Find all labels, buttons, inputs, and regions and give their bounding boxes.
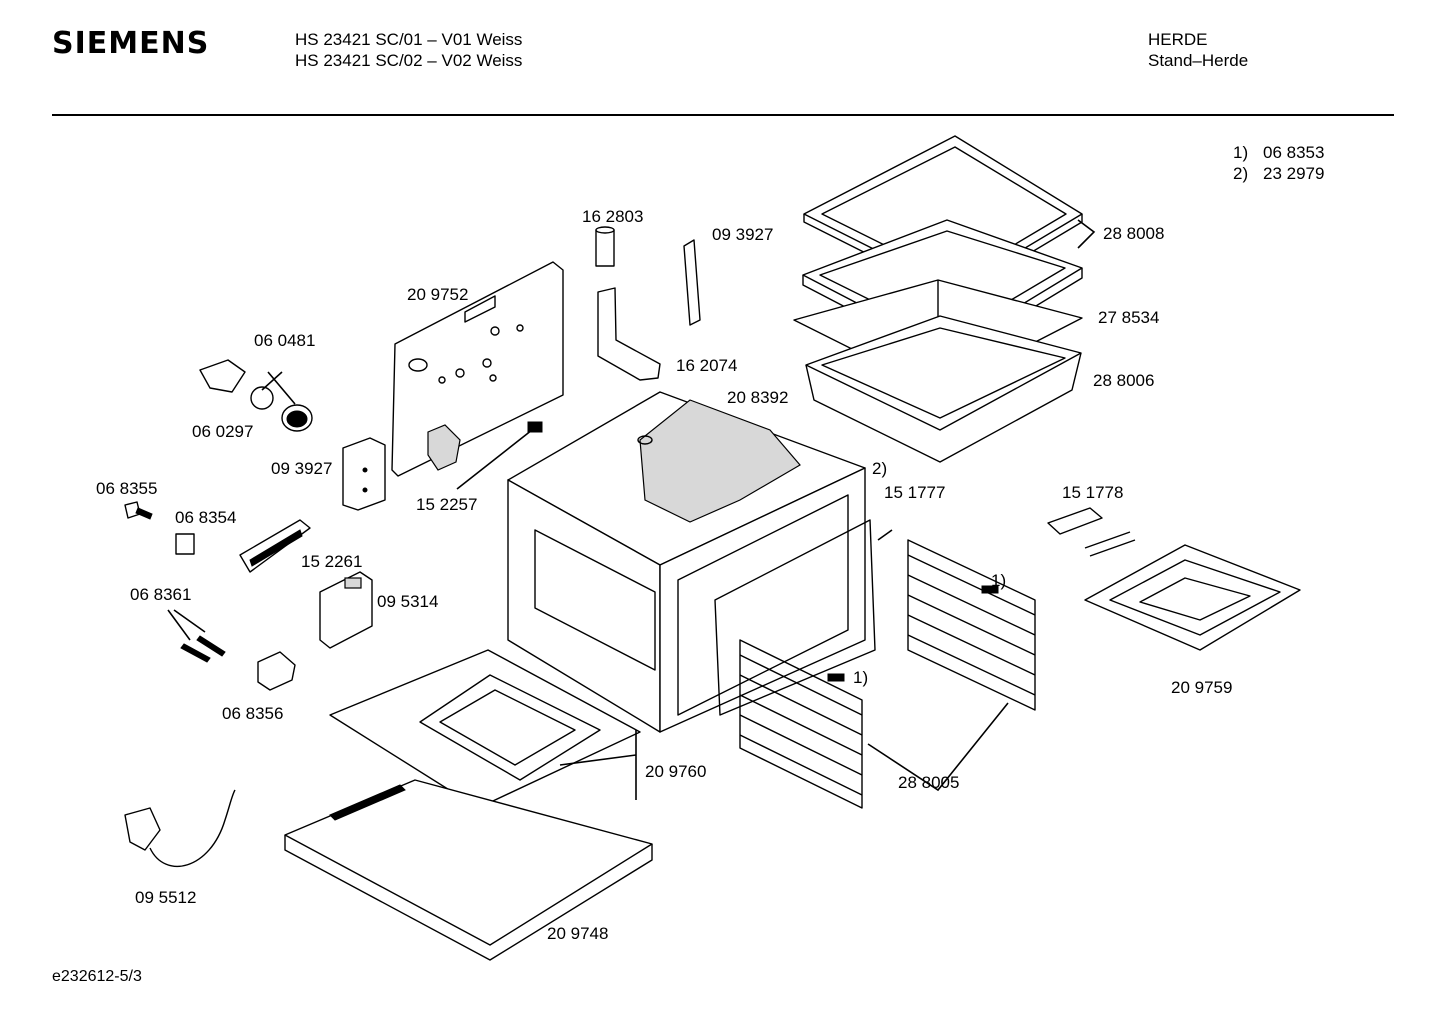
footnote-2: 2) 23 2979 bbox=[1233, 164, 1324, 184]
footnote-2-value: 23 2979 bbox=[1263, 164, 1325, 183]
marker-2: 2) bbox=[872, 459, 887, 478]
leader-151777 bbox=[877, 529, 893, 541]
thermostat-clip bbox=[527, 421, 543, 433]
label-208392: 20 8392 bbox=[727, 388, 788, 407]
model-line-2: HS 23421 SC/02 – V02 Weiss bbox=[295, 51, 523, 70]
oven-cavity bbox=[507, 391, 866, 733]
label-209760: 20 9760 bbox=[645, 762, 706, 781]
label-162074: 16 2074 bbox=[676, 356, 737, 375]
label-288005: 28 8005 bbox=[898, 773, 959, 792]
label-162803: 16 2803 bbox=[582, 207, 643, 226]
document-code: e232612-5/3 bbox=[52, 968, 142, 985]
label-093927-left: 09 3927 bbox=[271, 459, 332, 478]
footnote-1: 1) 06 8353 bbox=[1233, 143, 1324, 163]
label-068355: 06 8355 bbox=[96, 479, 157, 498]
label-152261: 15 2261 bbox=[301, 552, 362, 571]
category-subtitle: Stand–Herde bbox=[1148, 51, 1249, 70]
label-068354: 06 8354 bbox=[175, 508, 236, 527]
terminal-clip bbox=[175, 533, 195, 555]
bottom-plate bbox=[284, 779, 653, 961]
label-152257: 15 2257 bbox=[416, 495, 477, 514]
bottom-heating-element bbox=[329, 649, 641, 809]
l-bracket bbox=[597, 287, 661, 381]
marker-1-right: 1) bbox=[991, 571, 1006, 590]
label-278534: 27 8534 bbox=[1098, 308, 1159, 327]
label-095314: 09 5314 bbox=[377, 592, 438, 611]
label-151778: 15 1778 bbox=[1062, 483, 1123, 502]
mounting-bracket bbox=[342, 437, 386, 511]
label-288008: 28 8008 bbox=[1103, 224, 1164, 243]
label-060297: 06 0297 bbox=[192, 422, 253, 441]
footnote-1-value: 06 8353 bbox=[1263, 143, 1325, 162]
model-line-1: HS 23421 SC/01 – V01 Weiss bbox=[295, 30, 523, 49]
label-095512: 09 5512 bbox=[135, 888, 196, 907]
terminal-block bbox=[239, 519, 311, 573]
mains-cable bbox=[124, 789, 236, 867]
hinge-bracket bbox=[683, 239, 701, 326]
marker-1-left: 1) bbox=[853, 668, 868, 687]
footnote-1-key: 1) bbox=[1233, 143, 1249, 162]
footnote-2-key: 2) bbox=[1233, 164, 1249, 183]
oven-lamp-assembly bbox=[199, 359, 313, 432]
circuit-board bbox=[319, 571, 373, 649]
label-288006: 28 8006 bbox=[1093, 371, 1154, 390]
label-209752: 20 9752 bbox=[407, 285, 468, 304]
shelf-support-rail-right bbox=[907, 539, 1036, 711]
label-068361: 06 8361 bbox=[130, 585, 191, 604]
label-060481: 06 0481 bbox=[254, 331, 315, 350]
shelf-support-rail-left bbox=[739, 639, 863, 809]
leader-209760 bbox=[559, 730, 637, 800]
leader-288005 bbox=[867, 702, 1009, 792]
fixing-screws bbox=[167, 609, 226, 663]
label-093927-top: 09 3927 bbox=[712, 225, 773, 244]
screw bbox=[124, 501, 153, 520]
switch bbox=[257, 651, 296, 691]
deep-roasting-pan bbox=[805, 315, 1082, 463]
label-068356: 06 8356 bbox=[222, 704, 283, 723]
siemens-logo: SIEMENS bbox=[52, 26, 210, 61]
label-151777: 15 1777 bbox=[884, 483, 945, 502]
knob-spindle bbox=[595, 226, 615, 267]
label-209748: 20 9748 bbox=[547, 924, 608, 943]
back-panel-plate bbox=[391, 261, 564, 477]
header-divider bbox=[52, 114, 1394, 116]
grill-heating-element bbox=[1047, 507, 1301, 651]
category-title: HERDE bbox=[1148, 30, 1208, 49]
door-seal-gasket bbox=[714, 519, 876, 716]
leader-288008 bbox=[1077, 219, 1096, 249]
label-209759: 20 9759 bbox=[1171, 678, 1232, 697]
leader-152257 bbox=[456, 429, 533, 490]
